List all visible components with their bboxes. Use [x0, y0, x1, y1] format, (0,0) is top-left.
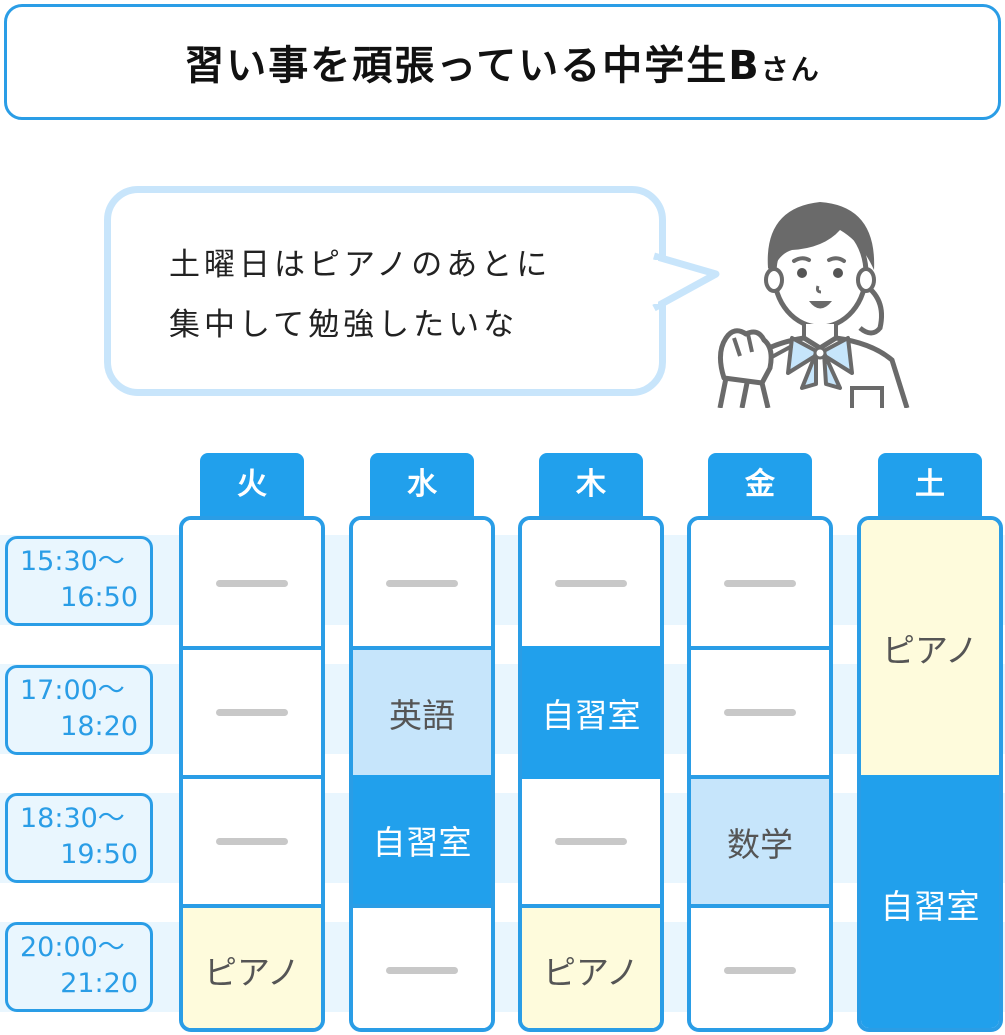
cell-divider — [183, 904, 321, 908]
time-start: 20:00〜 — [20, 932, 125, 963]
page-title: 習い事を頑張っている中学生Bさん — [184, 43, 821, 89]
day-tab-wed: 水 — [370, 453, 474, 519]
schedule-cell-empty — [183, 650, 321, 775]
schedule-cell-empty — [691, 520, 829, 646]
dash-icon — [724, 579, 796, 587]
dash-icon — [216, 579, 288, 587]
schedule-cell-math: 数学 — [691, 779, 829, 904]
day-tab-tue: 火 — [200, 453, 304, 519]
row-stripe-4 — [0, 922, 1005, 1012]
schedule-cell-english: 英語 — [353, 650, 491, 775]
cell-divider — [522, 904, 660, 908]
schedule-cell-empty — [183, 520, 321, 646]
title-box: 習い事を頑張っている中学生Bさん — [4, 4, 1001, 120]
schedule-cell-study-room: 自習室 — [522, 646, 660, 779]
schedule-cell-study-room: 自習室 — [353, 775, 491, 904]
schedule-cell-empty — [353, 520, 491, 646]
day-column-tue: ピアノ — [179, 516, 325, 1032]
cell-divider — [353, 904, 491, 908]
speech-text: 土曜日はピアノのあとに 集中して勉強したいな — [169, 235, 551, 355]
time-end: 21:20 — [60, 968, 138, 999]
time-start: 17:00〜 — [20, 675, 125, 706]
day-column-thu: 自習室 ピアノ — [518, 516, 664, 1032]
speech-line-1: 土曜日はピアノのあとに — [169, 247, 552, 283]
schedule-cell-study-room: 自習室 — [861, 775, 999, 1028]
speech-bubble: 土曜日はピアノのあとに 集中して勉強したいな — [104, 186, 666, 396]
day-tab-fri: 金 — [708, 453, 812, 519]
day-tab-thu: 木 — [539, 453, 643, 519]
schedule-cell-empty — [183, 779, 321, 904]
speech-bubble-tail — [644, 252, 720, 312]
dash-icon — [555, 838, 627, 845]
time-slot-1: 15:30〜 16:50 — [5, 536, 153, 626]
dash-icon — [216, 838, 288, 845]
time-slot-2: 17:00〜 18:20 — [5, 665, 153, 755]
student-girl-icon — [717, 202, 910, 408]
schedule-cell-empty — [353, 908, 491, 1028]
cell-divider — [183, 775, 321, 779]
schedule-cell-empty — [522, 779, 660, 904]
dash-icon — [386, 966, 458, 974]
cell-divider — [691, 646, 829, 650]
time-slot-4: 20:00〜 21:20 — [5, 922, 153, 1012]
schedule-cell-empty — [691, 650, 829, 775]
day-tab-sat: 土 — [878, 453, 982, 519]
schedule-cell-piano: ピアノ — [183, 908, 321, 1028]
time-end: 18:20 — [60, 711, 138, 742]
speech-line-2: 集中して勉強したいな — [169, 307, 519, 343]
schedule-cell-piano: ピアノ — [861, 520, 999, 775]
row-stripe-1 — [0, 535, 1005, 625]
dash-icon — [724, 966, 796, 974]
time-end: 19:50 — [60, 839, 138, 870]
schedule-cell-empty — [522, 520, 660, 646]
day-column-sat: ピアノ 自習室 — [857, 516, 1003, 1032]
row-stripe-2 — [0, 664, 1005, 754]
dash-icon — [216, 709, 288, 716]
cell-divider — [353, 646, 491, 650]
dash-icon — [724, 709, 796, 716]
time-end: 16:50 — [60, 582, 138, 613]
day-column-wed: 英語 自習室 — [349, 516, 495, 1032]
time-slot-3: 18:30〜 19:50 — [5, 793, 153, 883]
schedule-cell-piano: ピアノ — [522, 908, 660, 1028]
row-stripe-3 — [0, 793, 1005, 883]
time-start: 15:30〜 — [20, 546, 125, 577]
cell-divider — [691, 904, 829, 908]
schedule-cell-empty — [691, 908, 829, 1028]
title-suffix: さん — [760, 53, 821, 86]
time-start: 18:30〜 — [20, 803, 125, 834]
cell-divider — [183, 646, 321, 650]
day-column-fri: 数学 — [687, 516, 833, 1032]
dash-icon — [386, 579, 458, 587]
cell-divider — [691, 775, 829, 779]
dash-icon — [555, 579, 627, 587]
